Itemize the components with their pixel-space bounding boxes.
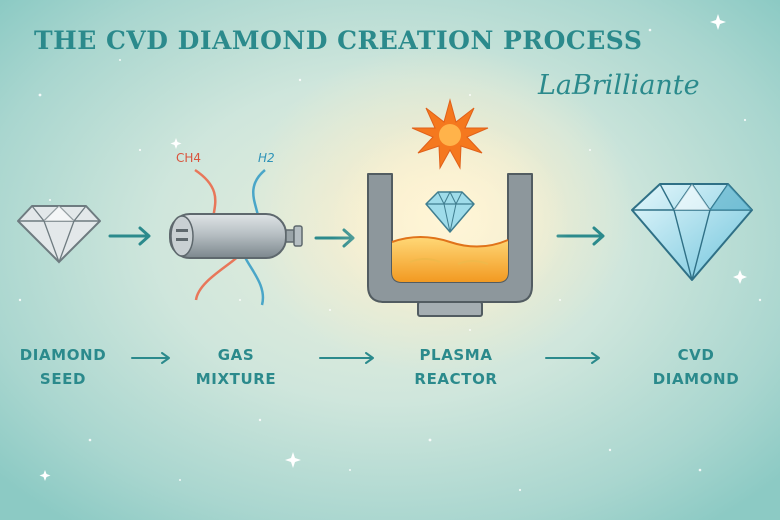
plasma-fill (392, 237, 508, 282)
page-title: THE CVD DIAMOND CREATION PROCESS (34, 26, 643, 55)
step-label-line: GAS (217, 346, 255, 364)
step-label-gas-mixture: GAS MIXTURE (161, 343, 311, 391)
growing-diamond-icon (425, 190, 475, 233)
step-label-line: PLASMA (419, 346, 493, 364)
gas-cylinder-icon (169, 213, 303, 259)
step-label-line: CVD (677, 346, 715, 364)
arrow-right-icon (319, 352, 374, 364)
step-label-line: DIAMOND (652, 370, 740, 388)
arrow-right-icon (108, 226, 151, 246)
step-label-diamond-seed: DIAMOND SEED (0, 343, 138, 391)
cvd-diamond-icon (631, 182, 753, 281)
step-label-line: REACTOR (414, 370, 498, 388)
step-label-cvd-diamond: CVD DIAMOND (621, 343, 771, 391)
brand-logo: LaBrilliante (538, 70, 700, 101)
ch4-label: CH4 (176, 151, 201, 165)
diamond-seed-icon (17, 205, 101, 264)
step-label-plasma-reactor: PLASMA REACTOR (381, 343, 531, 391)
h2-label: H2 (258, 151, 275, 165)
arrow-right-icon (545, 352, 600, 364)
gas-mixture-group: CH4 H2 (169, 151, 303, 306)
plasma-star-icon (411, 98, 489, 170)
arrow-right-icon (131, 352, 170, 364)
step-label-line: SEED (39, 370, 87, 388)
plasma-reactor-icon (367, 173, 533, 317)
step-label-line: DIAMOND (19, 346, 107, 364)
step-label-line: MIXTURE (195, 370, 277, 388)
